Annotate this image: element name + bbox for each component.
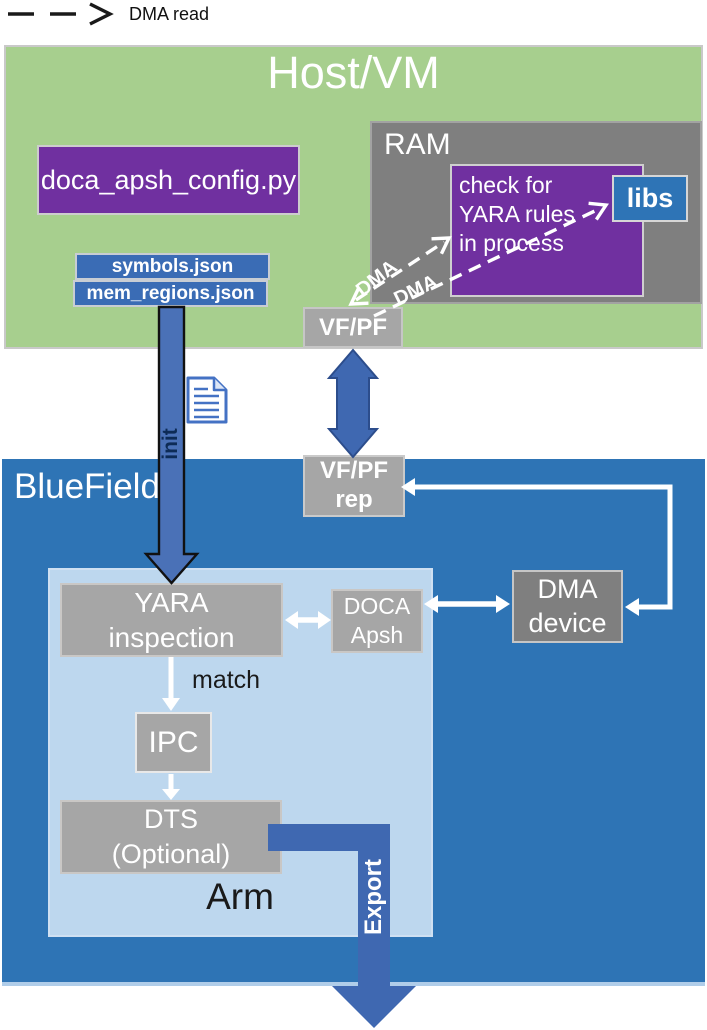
ipc-box: IPC bbox=[135, 712, 212, 773]
yara-inspection-box: YARA inspection bbox=[60, 583, 283, 657]
bluefield-bottom-strip bbox=[2, 982, 705, 986]
legend: DMA read bbox=[6, 1, 209, 27]
bluefield-title: BlueField bbox=[14, 467, 160, 506]
legend-label: DMA read bbox=[129, 3, 210, 24]
dts-box: DTS (Optional) bbox=[60, 800, 282, 874]
init-label: init bbox=[159, 428, 182, 460]
doca-apsh-box: DOCA Apsh bbox=[331, 589, 423, 653]
vf-pf-box: VF/PF bbox=[303, 307, 403, 348]
vf-pf-rep-box: VF/PF rep bbox=[303, 455, 405, 517]
arm-label: Arm bbox=[206, 876, 274, 917]
config-script-box: doca_apsh_config.py bbox=[37, 145, 300, 215]
libs-box: libs bbox=[612, 175, 688, 222]
dma-device-box: DMA device bbox=[512, 570, 623, 643]
document-icon bbox=[186, 376, 228, 424]
match-label: match bbox=[192, 666, 261, 694]
ram-label: RAM bbox=[384, 128, 451, 161]
host-title: Host/VM bbox=[267, 47, 440, 98]
symbols-file-box: symbols.json bbox=[75, 253, 270, 280]
export-label: Export bbox=[360, 858, 387, 936]
mem-regions-file-box: mem_regions.json bbox=[73, 280, 268, 307]
host-bluefield-arrow bbox=[326, 348, 380, 459]
dma-read-arrow-icon bbox=[8, 2, 114, 26]
